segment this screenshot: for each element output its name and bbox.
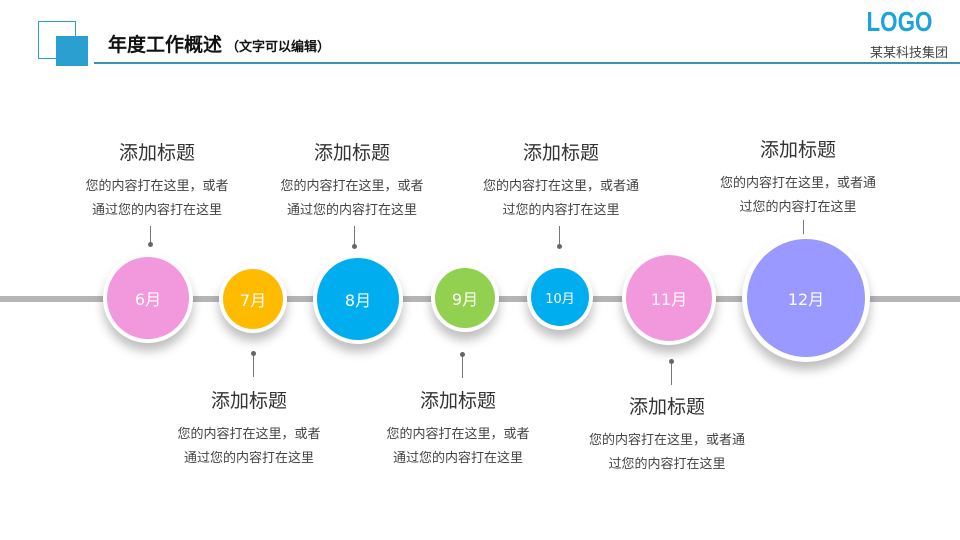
decor-square-filled	[56, 36, 88, 66]
title-subtitle: （文字可以编辑）	[226, 40, 331, 55]
item-7: 添加标题您的内容打在这里，或者通过您的内容打在这里	[149, 386, 349, 471]
connector-dot	[460, 352, 465, 357]
item-12: 添加标题您的内容打在这里，或者通过您的内容打在这里	[698, 135, 898, 220]
month-node-9[interactable]: 9月	[431, 264, 499, 332]
connector	[462, 354, 463, 378]
item-title: 添加标题	[118, 142, 195, 164]
header-divider	[94, 62, 960, 64]
item-desc: 过您的内容打在这里	[608, 457, 726, 472]
connector-dot	[352, 244, 357, 249]
month-node-6[interactable]: 6月	[103, 253, 193, 343]
logo: LOGO	[866, 6, 932, 37]
month-label: 12月	[747, 239, 865, 357]
item-desc: 通过您的内容打在这里	[286, 203, 417, 218]
month-node-8[interactable]: 8月	[313, 254, 403, 344]
connector-dot	[148, 242, 153, 247]
item-8: 添加标题您的内容打在这里，或者通过您的内容打在这里	[252, 138, 452, 223]
item-desc: 您的内容打在这里，或者	[280, 179, 424, 194]
item-desc: 过您的内容打在这里	[739, 200, 857, 215]
month-label: 8月	[317, 258, 399, 340]
item-title: 添加标题	[419, 390, 496, 412]
item-title: 添加标题	[759, 139, 836, 161]
company-name: 某某科技集团	[869, 46, 948, 61]
item-title: 添加标题	[522, 142, 599, 164]
item-desc: 您的内容打在这里，或者	[386, 427, 530, 442]
item-desc: 您的内容打在这里，或者通	[719, 176, 876, 191]
connector-dot	[557, 244, 562, 249]
item-11: 添加标题您的内容打在这里，或者通过您的内容打在这里	[567, 392, 767, 477]
month-label: 11月	[626, 255, 712, 341]
item-desc: 您的内容打在这里，或者	[177, 427, 321, 442]
month-label: 7月	[223, 269, 283, 329]
item-title: 添加标题	[313, 142, 390, 164]
month-label: 9月	[435, 268, 495, 328]
connector	[671, 361, 672, 385]
connector	[150, 226, 151, 244]
item-6: 添加标题您的内容打在这里，或者通过您的内容打在这里	[57, 138, 257, 223]
item-title: 添加标题	[628, 396, 705, 418]
connector	[803, 220, 804, 236]
month-node-10[interactable]: 10月	[527, 264, 593, 330]
item-desc: 您的内容打在这里，或者通	[588, 433, 745, 448]
item-desc: 您的内容打在这里，或者	[85, 179, 229, 194]
connector-dot	[251, 351, 256, 356]
title-text: 年度工作概述	[108, 34, 223, 56]
item-desc: 通过您的内容打在这里	[91, 203, 222, 218]
month-node-12[interactable]: 12月	[742, 234, 870, 362]
month-label: 10月	[531, 268, 589, 326]
item-desc: 过您的内容打在这里	[502, 203, 620, 218]
item-10: 添加标题您的内容打在这里，或者通过您的内容打在这里	[461, 138, 661, 223]
item-title: 添加标题	[210, 390, 287, 412]
month-node-7[interactable]: 7月	[219, 265, 287, 333]
connector-dot	[669, 359, 674, 364]
month-node-11[interactable]: 11月	[622, 251, 716, 345]
page-title: 年度工作概述（文字可以编辑）	[108, 30, 330, 57]
item-desc: 通过您的内容打在这里	[183, 451, 314, 466]
item-desc: 您的内容打在这里，或者通	[482, 179, 639, 194]
item-9: 添加标题您的内容打在这里，或者通过您的内容打在这里	[358, 386, 558, 471]
connector	[253, 353, 254, 377]
connector	[559, 226, 560, 246]
connector	[354, 226, 355, 246]
month-label: 6月	[107, 257, 189, 339]
item-desc: 通过您的内容打在这里	[392, 451, 523, 466]
